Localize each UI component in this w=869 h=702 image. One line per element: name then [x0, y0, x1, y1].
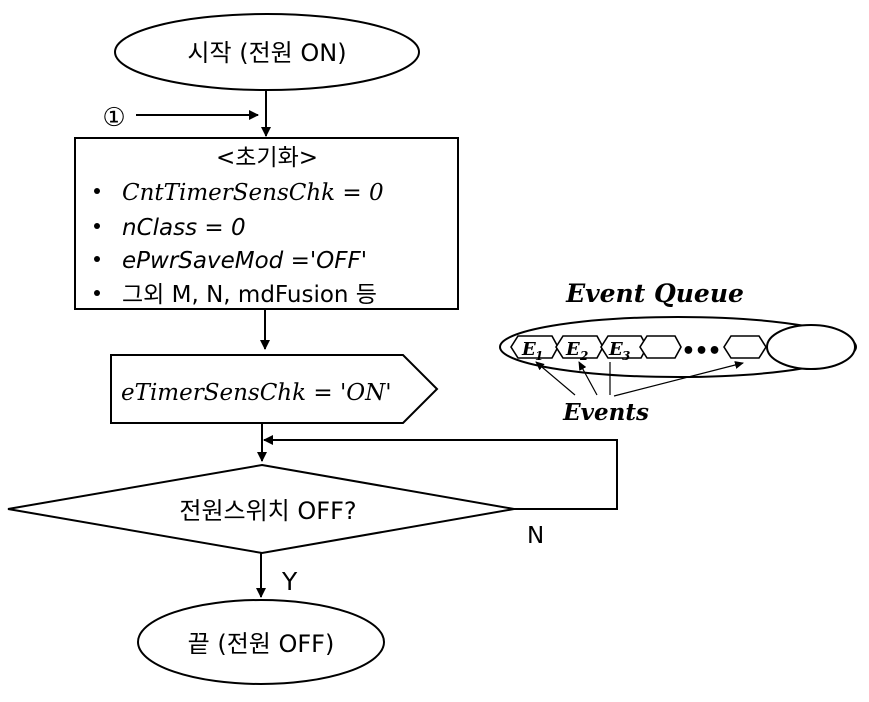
start-label: 시작 (전원 ON) [187, 39, 346, 67]
queue-slot-letter: E [565, 339, 580, 360]
events-pointer-e2 [578, 361, 598, 396]
events-pointer-e1 [535, 361, 576, 396]
init-process-box: <초기화> CntTimerSensChk = 0 nClass = 0 ePw… [74, 137, 459, 310]
queue-tail [766, 324, 856, 370]
init-item-epwrsave: ePwrSaveMod ='OFF' [122, 248, 367, 274]
queue-slot-empty [723, 335, 767, 359]
decision-no-label: N [527, 523, 544, 549]
timer-step-box: eTimerSensChk = 'ON' [110, 354, 439, 424]
events-label: Events [562, 399, 649, 426]
start-terminal: 시작 (전원 ON) [114, 13, 420, 91]
timer-step-label: eTimerSensChk = 'ON' [121, 380, 392, 406]
event-queue: Event Queue E 1 E 2 E 3 ••• Events [499, 279, 857, 426]
bullet [94, 188, 100, 194]
queue-slot-letter: E [608, 339, 623, 360]
init-item-nclass: nClass = 0 [122, 215, 246, 241]
queue-slot-letter: E [521, 339, 536, 360]
event-queue-title: Event Queue [565, 279, 744, 308]
queue-slot-subscript: 1 [535, 349, 543, 363]
end-label: 끝 (전원 OFF) [188, 630, 335, 658]
init-item-others: 그외 M, N, mdFusion 등 [122, 282, 377, 308]
init-item-cnttimer: CntTimerSensChk = 0 [122, 180, 384, 206]
init-title: <초기화> [216, 145, 318, 171]
end-terminal: 끝 (전원 OFF) [137, 599, 385, 685]
queue-slot-empty [639, 335, 682, 359]
queue-slot-subscript: 3 [622, 349, 630, 363]
bullet [94, 223, 100, 229]
events-pointer-last [613, 361, 744, 397]
queue-slot-subscript: 2 [579, 349, 588, 363]
decision-diamond: 전원스위치 OFF? [7, 463, 515, 555]
entry-marker: ① [102, 103, 125, 133]
queue-ellipsis: ••• [681, 339, 720, 364]
bullet [94, 290, 100, 296]
decision-yes-label: Y [281, 567, 298, 596]
bullet [94, 256, 100, 262]
decision-label: 전원스위치 OFF? [179, 497, 356, 525]
loop-back-arrow [263, 435, 618, 510]
